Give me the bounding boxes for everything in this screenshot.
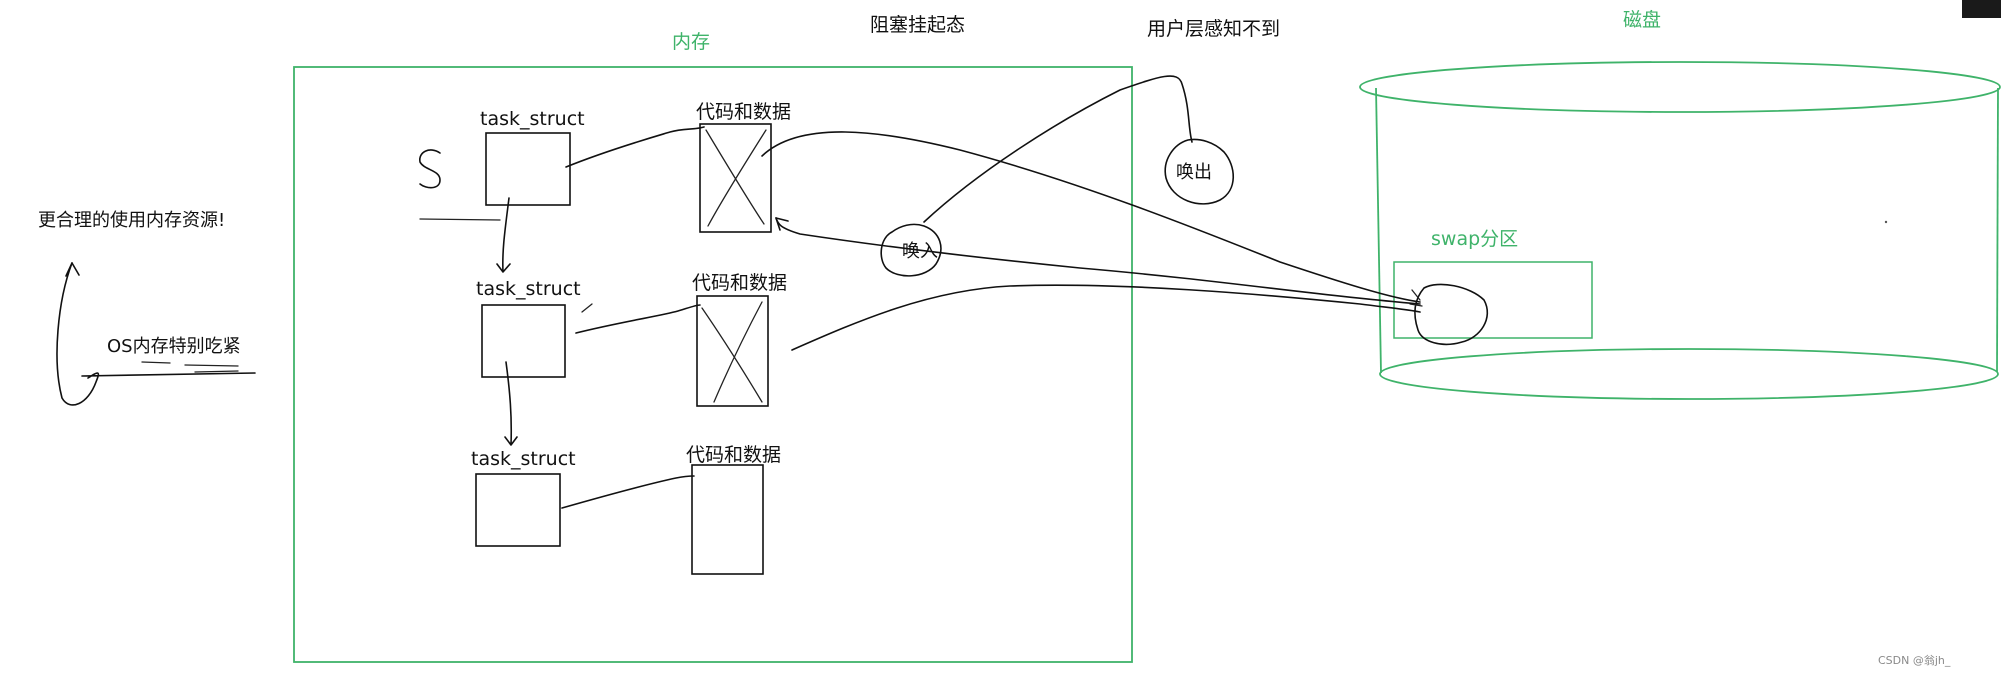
code-data-2-label: 代码和数据 xyxy=(692,272,787,294)
swap-curve-2 xyxy=(791,284,1421,351)
blocked-suspended-label: 阻塞挂起态 xyxy=(870,14,965,36)
corner-mark xyxy=(1962,0,2001,18)
os-arrow-up xyxy=(56,262,256,406)
code-data-3-label: 代码和数据 xyxy=(686,444,781,466)
task-struct-3 xyxy=(475,473,561,547)
swap-label: swap分区 xyxy=(1431,228,1518,250)
disk-bottom-ellipse xyxy=(1379,348,1999,400)
memory-label: 内存 xyxy=(672,31,710,53)
swap-in-label: 唤入 xyxy=(902,241,938,262)
task-struct-2-label: task_struct xyxy=(476,278,581,300)
swap-out-bubble xyxy=(1164,138,1235,205)
tick-mark xyxy=(581,303,593,313)
stray-dot xyxy=(1884,220,1888,224)
os-tight-label: OS内存特别吃紧 xyxy=(107,336,241,357)
underline-mark xyxy=(419,218,501,221)
os-arrowhead xyxy=(65,262,80,277)
swap-scribble xyxy=(1409,289,1423,307)
disk-label: 磁盘 xyxy=(1623,9,1661,31)
disk-right-wall xyxy=(1996,87,1999,373)
link-3 xyxy=(561,475,695,509)
chain-arrow-2 xyxy=(504,361,518,446)
swap-out-curve xyxy=(761,131,1421,303)
code-data-1-label: 代码和数据 xyxy=(696,101,791,123)
memory-region xyxy=(293,66,1133,663)
task-struct-1 xyxy=(485,132,571,206)
swap-partition xyxy=(1393,261,1593,339)
swap-out-label: 唤出 xyxy=(1176,162,1212,183)
link-1 xyxy=(565,126,705,168)
code-data-3 xyxy=(691,464,764,575)
swap-in-bubble xyxy=(880,223,942,277)
s-squiggle xyxy=(419,149,441,189)
user-unaware-stroke xyxy=(923,75,1193,223)
os-underline xyxy=(141,361,239,373)
link-2 xyxy=(575,304,701,334)
task-struct-3-label: task_struct xyxy=(471,448,576,470)
disk-cylinder xyxy=(1359,61,2001,400)
credit-watermark: CSDN @翁jh_ xyxy=(1878,653,1951,667)
code-data-1-cross xyxy=(705,129,767,227)
code-data-1 xyxy=(699,123,772,233)
swapped-data-blob xyxy=(1414,283,1489,346)
chain-arrow-1 xyxy=(496,197,511,273)
task-struct-2 xyxy=(481,304,566,378)
disk-left-wall xyxy=(1375,87,1382,374)
disk-top-ellipse xyxy=(1359,61,2001,113)
user-unaware-label: 用户层感知不到 xyxy=(1147,18,1280,40)
swap-in-arrowhead xyxy=(775,217,789,231)
code-data-2 xyxy=(696,295,769,407)
swap-in-curve xyxy=(775,217,1421,305)
task-struct-1-label: task_struct xyxy=(480,108,585,130)
better-use-label: 更合理的使用内存资源! xyxy=(38,210,225,231)
code-data-2-cross xyxy=(701,301,763,403)
